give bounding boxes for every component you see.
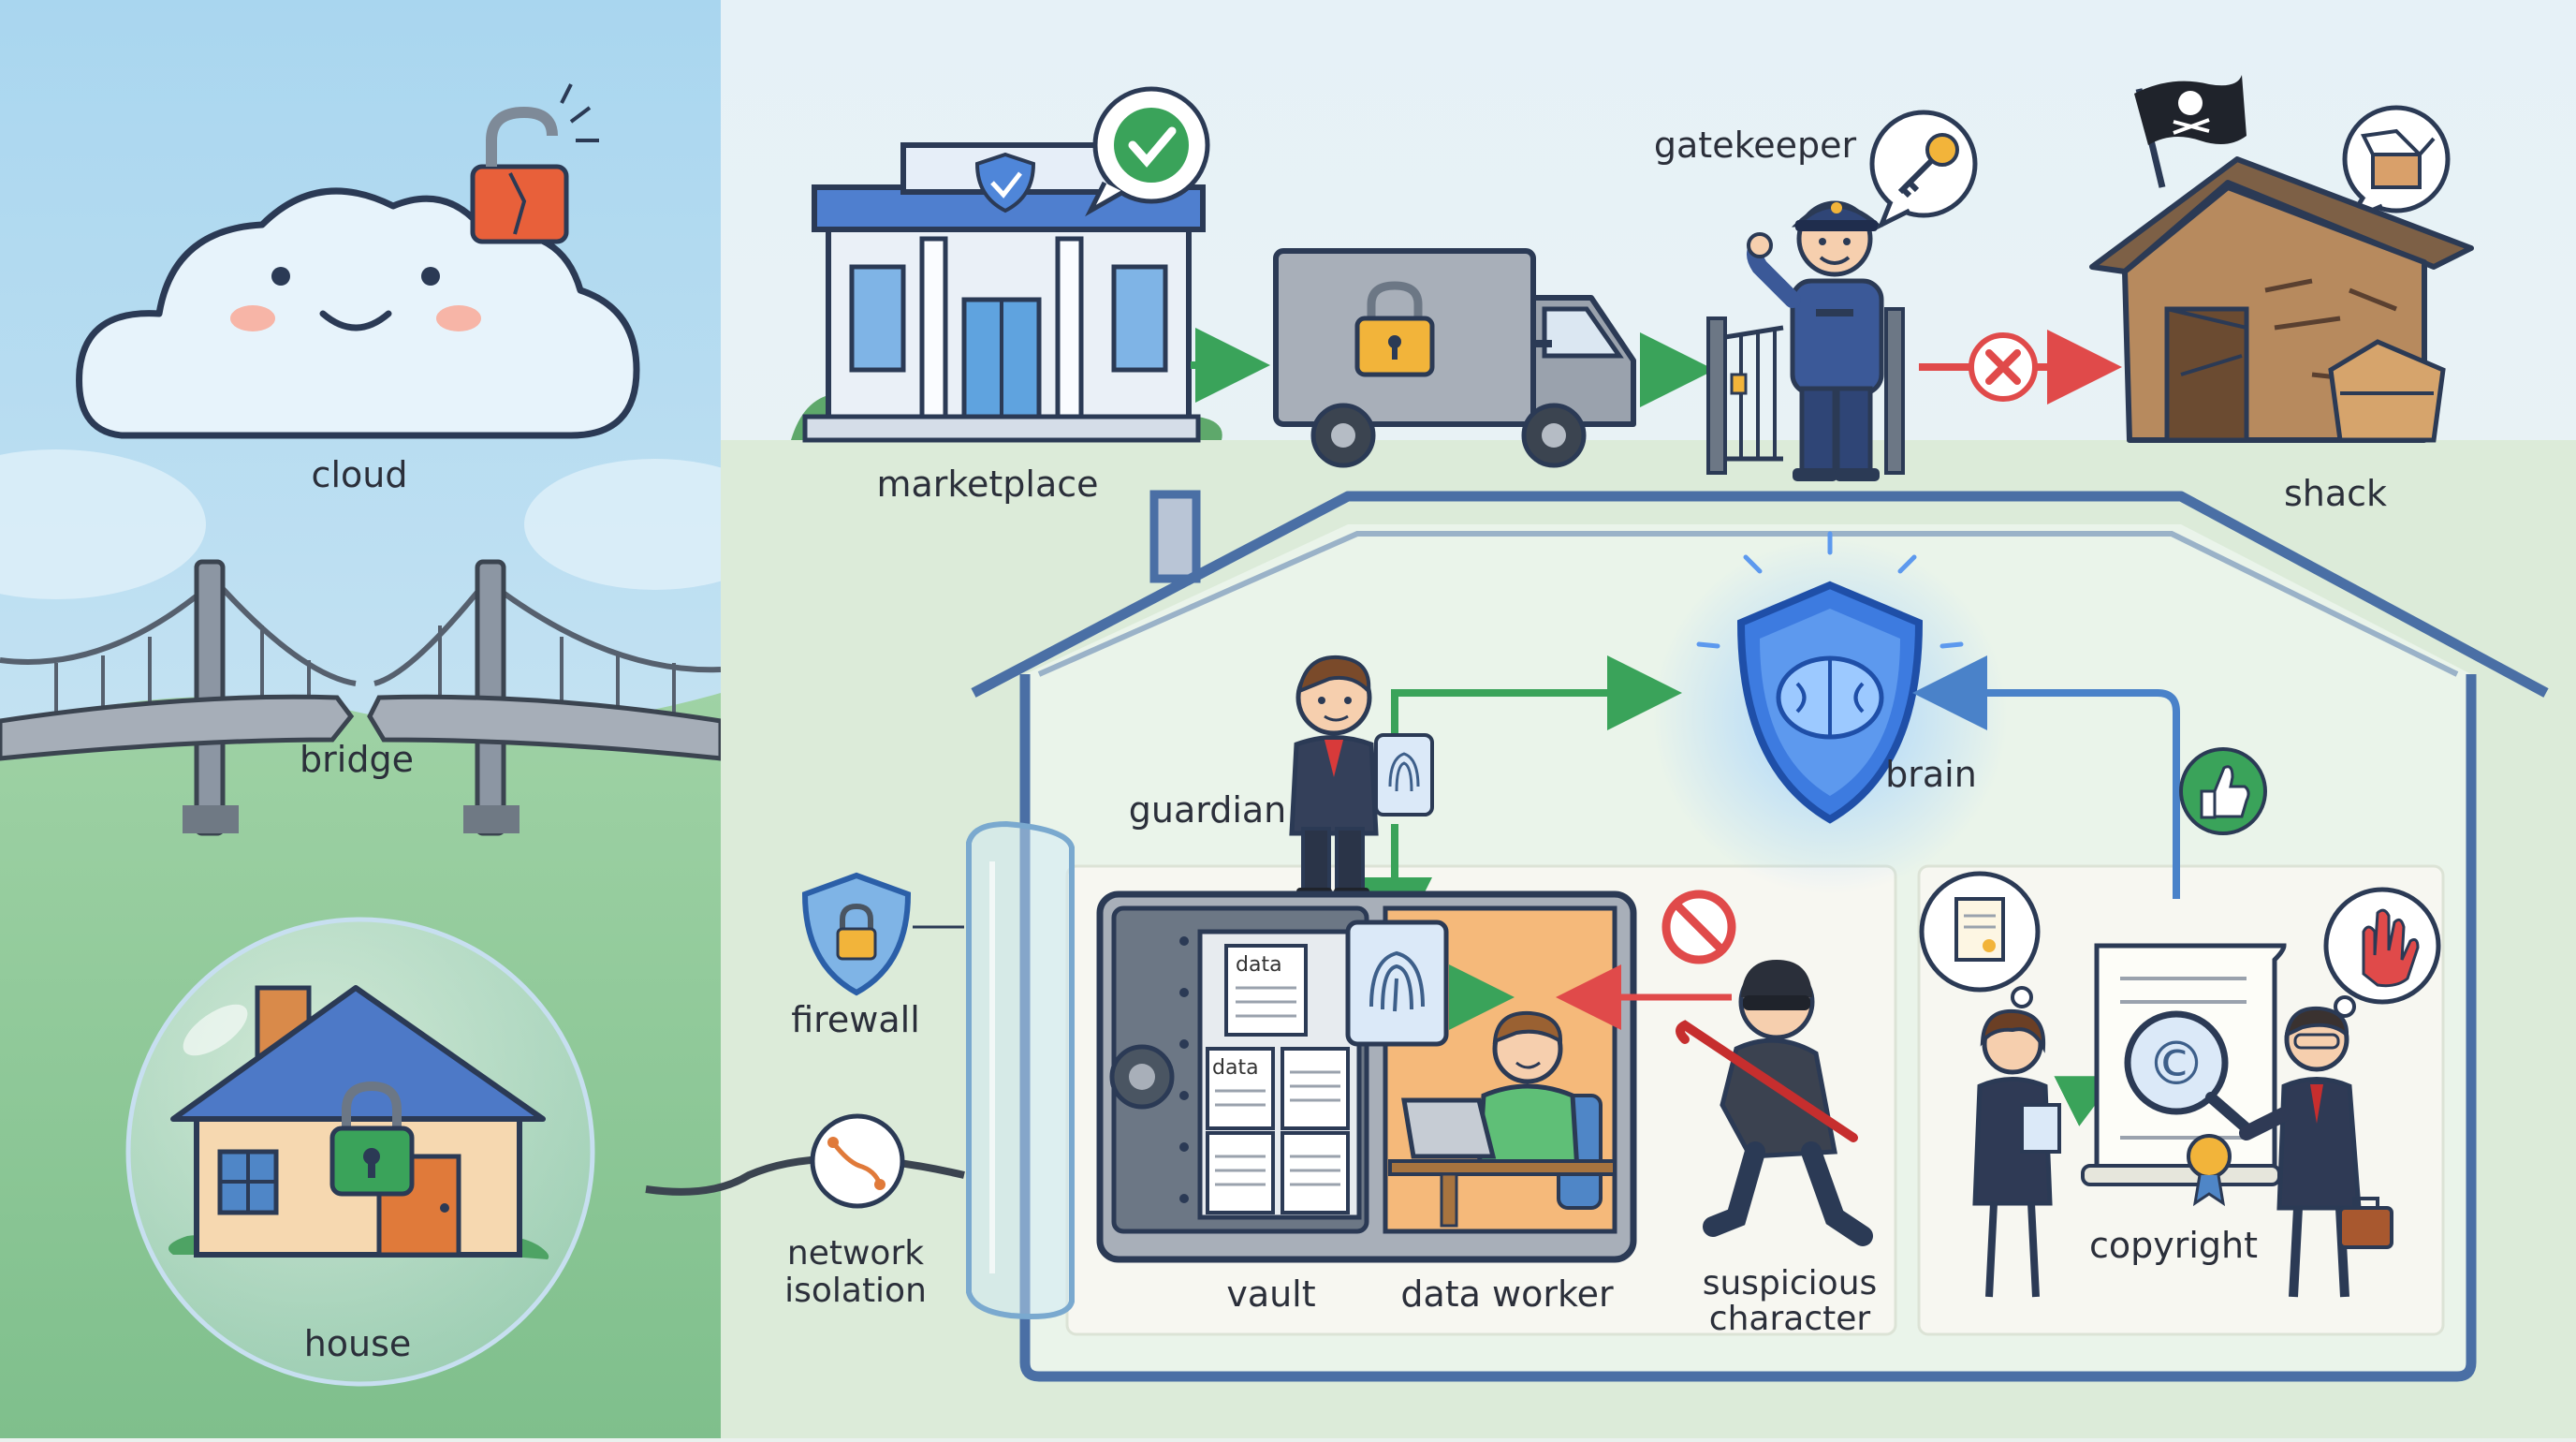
data-worker-label: data worker (1400, 1273, 1614, 1315)
padlock-icon (329, 1081, 415, 1197)
stop-hand-icon (2323, 887, 2441, 1018)
armored-truck-icon (1273, 248, 1636, 468)
arrow-icon (1912, 655, 2180, 899)
fingerprint-icon (1345, 920, 1449, 1047)
network-isolation-label-line1: network (787, 1234, 924, 1273)
network-cable-icon (645, 1113, 965, 1209)
data-document-icon: data (1224, 944, 1308, 1037)
brain-label: brain (1885, 754, 1977, 795)
award-ribbon-icon (2187, 1134, 2232, 1207)
marketplace-label: marketplace (876, 464, 1098, 505)
gatekeeper-label: gatekeeper (1654, 125, 1857, 166)
svg-text:©: © (2146, 1030, 2206, 1099)
bank-building-icon (791, 142, 1222, 443)
arrow-icon (2054, 1076, 2117, 1126)
gatekeeper-guard-icon (1747, 200, 1884, 481)
suspicious-label-line2: character (1709, 1300, 1871, 1338)
woman-figure (1972, 1008, 2061, 1298)
gate-icon (1706, 307, 1905, 475)
firewall-shield-icon (801, 872, 912, 996)
house-label: house (304, 1323, 412, 1364)
laptop-worker-icon (1388, 1010, 1617, 1228)
vault-label: vault (1226, 1273, 1315, 1315)
glass-barrier-icon (966, 820, 1075, 1319)
document-bubble-icon (1919, 871, 2041, 1008)
broken-bridge-icon (0, 559, 724, 836)
broken-padlock-icon (470, 83, 599, 244)
data-doc-label: data (1212, 1056, 1259, 1080)
data-doc-label: data (1236, 953, 1282, 977)
guardian-label: guardian (1129, 789, 1287, 831)
guardian-person-icon (1289, 655, 1379, 899)
cloud-face-icon (76, 187, 640, 439)
firewall-label: firewall (791, 999, 920, 1040)
thumbs-up-icon (2179, 747, 2267, 835)
man-figure (2239, 1006, 2362, 1298)
copyright-label: copyright (2089, 1225, 2258, 1266)
network-isolation-label-line2: isolation (784, 1272, 927, 1310)
checkmark-bubble-icon (1085, 86, 1210, 217)
broken-shack-icon (2089, 156, 2474, 443)
copyright-magnifier-icon: © (2124, 1010, 2252, 1134)
brain-shield-icon (1652, 531, 2008, 894)
bridge-label: bridge (300, 739, 414, 780)
key-bubble-icon (1869, 110, 1978, 230)
blocked-x-icon (1919, 330, 2122, 405)
briefcase-icon (2338, 1197, 2393, 1249)
shack-label: shack (2284, 473, 2387, 514)
data-document-icon: data (1206, 1047, 1350, 1214)
suspicious-label-line1: suspicious (1703, 1264, 1878, 1302)
pirate-flag-icon (2134, 75, 2247, 188)
burglar-crowbar-icon (1676, 960, 1873, 1246)
shield-check-icon (974, 152, 1036, 213)
no-entry-icon (1661, 890, 1736, 964)
cloud-label: cloud (312, 454, 408, 495)
fingerprint-icon (1374, 733, 1434, 817)
open-box-bubble-icon (2342, 105, 2451, 226)
